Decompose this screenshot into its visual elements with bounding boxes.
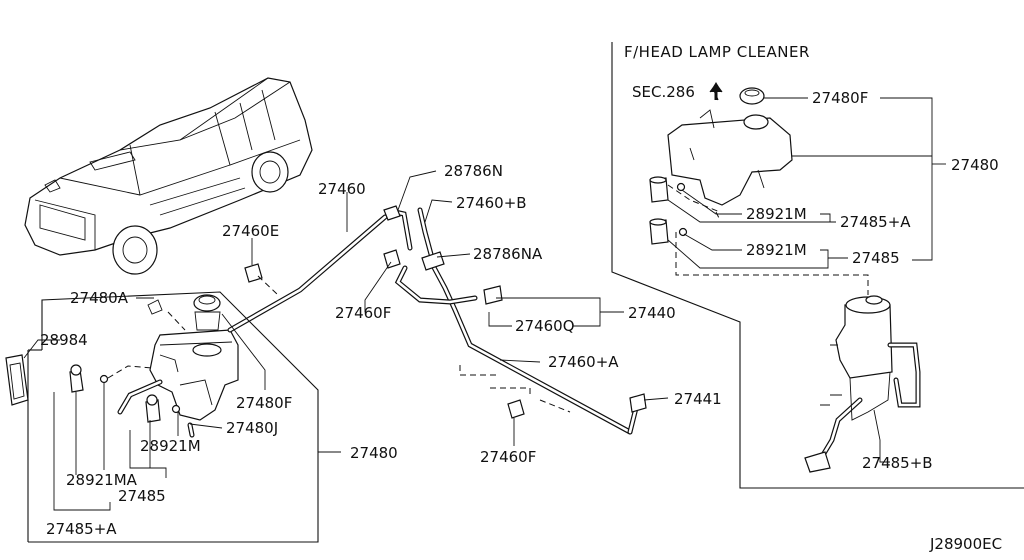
label-27485A-main: 27485+A — [46, 520, 117, 538]
diagram-code: J28900EC — [929, 535, 1002, 553]
label-27460: 27460 — [318, 180, 366, 198]
pump-main — [69, 364, 181, 423]
label-28921M-inset-2: 28921M — [746, 241, 807, 259]
label-sec-286: SEC.286 — [632, 83, 695, 101]
label-27485-inset: 27485 — [852, 249, 900, 267]
label-27485B: 27485+B — [862, 454, 933, 472]
inset-tank — [667, 82, 793, 206]
label-27460A: 27460+A — [548, 353, 619, 371]
label-27440: 27440 — [628, 304, 676, 322]
connectors-center — [244, 205, 647, 419]
dashed-guides-center — [107, 275, 571, 413]
grommet-28984 — [5, 354, 29, 406]
label-27485A-inset: 27485+A — [840, 213, 911, 231]
inset-cleaner-unit — [804, 295, 921, 473]
main-frame — [27, 291, 341, 543]
label-27460E: 27460E — [222, 222, 279, 240]
part-labels: 28786N 27460 27460+B 27460E 28786NA 2748… — [40, 43, 1002, 553]
leader-lines — [23, 170, 669, 511]
label-27485-main: 27485 — [118, 487, 166, 505]
label-27460B: 27460+B — [456, 194, 527, 212]
label-27480-inset: 27480 — [951, 156, 999, 174]
inset-leaders — [667, 97, 946, 463]
label-28921M-main: 28921M — [140, 437, 201, 455]
label-27460Q: 27460Q — [515, 317, 575, 335]
label-27480F-inset: 27480F — [812, 89, 868, 107]
inset-title: F/HEAD LAMP CLEANER — [624, 43, 810, 61]
reservoir-hoses-main — [117, 299, 195, 438]
label-27480-main: 27480 — [350, 444, 398, 462]
label-28921MA: 28921MA — [66, 471, 138, 489]
label-28786NA: 28786NA — [473, 245, 543, 263]
label-27480F-main: 27480F — [236, 394, 292, 412]
washer-tank-main — [149, 294, 239, 421]
vehicle-illustration — [24, 77, 313, 275]
label-27441: 27441 — [674, 390, 722, 408]
label-27480A: 27480A — [70, 289, 129, 307]
inset-frame — [611, 42, 1024, 489]
label-27480J: 27480J — [226, 419, 278, 437]
hose-routing-center — [227, 207, 639, 435]
label-28984: 28984 — [40, 331, 88, 349]
inset-pumps — [649, 176, 688, 245]
label-28786N: 28786N — [444, 162, 503, 180]
label-27460F-bottom: 27460F — [480, 448, 536, 466]
label-28921M-inset-1: 28921M — [746, 205, 807, 223]
inset-guides — [667, 184, 869, 295]
label-27460F-top: 27460F — [335, 304, 391, 322]
